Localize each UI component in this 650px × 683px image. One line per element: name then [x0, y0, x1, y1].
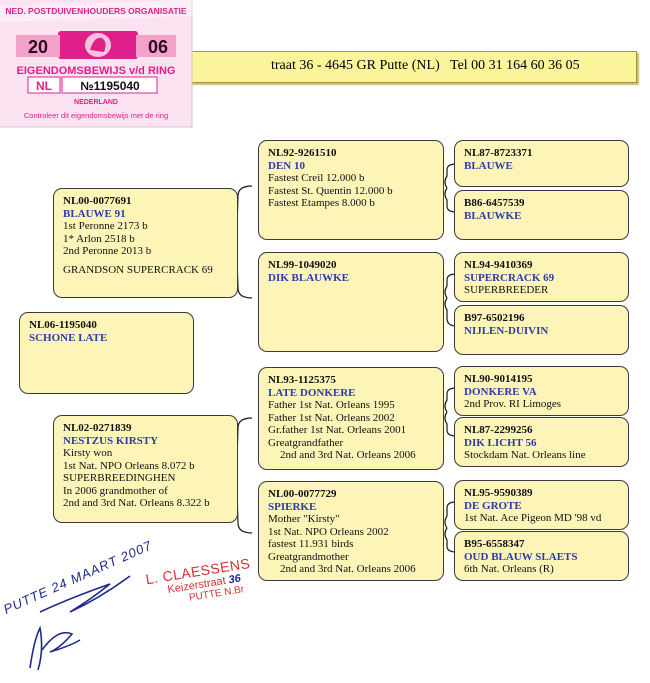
result-line: Stockdam Nat. Orleans line	[464, 449, 586, 461]
pigeon-id: NL87-8723371	[464, 147, 533, 159]
great-grandparent-box: B86-6457539 BLAUWKE	[454, 190, 629, 240]
pigeon-name: SPIERKE	[268, 500, 317, 513]
result-line: 1st Nat. Ace Pigeon MD '98 vd	[464, 512, 602, 524]
result-line: 1st Nat. NPO Orleans 2002	[268, 525, 389, 538]
pigeon-id: NL00-0077691	[63, 195, 132, 207]
handwritten-date: PUTTE 24 MAART 2007	[1, 538, 154, 617]
result-line: fastest 11.931 birds	[268, 538, 354, 550]
pigeon-id: NL87-2299256	[464, 424, 533, 436]
card-country-code: NL	[36, 79, 52, 93]
great-grandparent-box: NL94-9410369 SUPERCRACK 69 SUPERBREEDER	[454, 252, 629, 302]
dam-box: NL02-0271839 NESTZUS KIRSTY Kirsty won 1…	[53, 415, 238, 523]
pigeon-id: NL94-9410369	[464, 259, 533, 271]
subject-pigeon-box: NL06-1195040 SCHONE LATE	[19, 312, 194, 394]
result-line: Father 1st Nat. Orleans 1995	[268, 399, 395, 411]
result-line: Fastest Creil 12.000 b	[268, 172, 365, 184]
result-line: Kirsty won	[63, 447, 113, 459]
lion-crest-icon	[85, 33, 111, 57]
pigeon-id: B97-6502196	[464, 312, 525, 324]
great-grandparent-box: NL90-9014195 DONKERE VA 2nd Prov. RI Lim…	[454, 366, 629, 416]
result-line: 2nd Prov. RI Limoges	[464, 398, 562, 410]
great-grandparent-box: B95-6558347 OUD BLAUW SLAETS 6th Nat. Or…	[454, 531, 629, 581]
result-line: 1* Arlon 2518 b	[63, 232, 135, 245]
pigeon-id: NL90-9014195	[464, 373, 533, 385]
pigeon-id: NL92-9261510	[268, 147, 337, 159]
pigeon-name: NESTZUS KIRSTY	[63, 434, 159, 447]
pigeon-name: OUD BLAUW SLAETS	[464, 550, 578, 563]
result-line: GRANDSON SUPERCRACK 69	[63, 263, 213, 276]
sire-box: NL00-0077691 BLAUWE 91 1st Peronne 2173 …	[53, 188, 238, 298]
result-line: Fastest Etampes 8.000 b	[268, 197, 375, 209]
result-line: SUPERBREEDINGHEN	[63, 472, 176, 484]
pigeon-id: NL00-0077729	[268, 488, 337, 500]
result-line: SUPERBREEDER	[464, 284, 549, 296]
result-line: 2nd and 3rd Nat. Orleans 2006	[280, 563, 416, 575]
pigeon-name: SCHONE LATE	[29, 331, 108, 344]
result-line: Greatgrandmother	[268, 550, 349, 563]
dam-dam-box: NL00-0077729 SPIERKE Mother "Kirsty" 1st…	[258, 481, 444, 581]
pigeon-name: NIJLEN-DUIVIN	[464, 324, 549, 337]
result-line: 2nd and 3rd Nat. Orleans 2006	[280, 449, 416, 461]
result-line: 2nd and 3rd Nat. Orleans 8.322 b	[63, 497, 210, 509]
pigeon-id: B95-6558347	[464, 538, 525, 550]
pigeon-name: BLAUWKE	[464, 209, 522, 222]
great-grandparent-box: B97-6502196 NIJLEN-DUIVIN	[454, 305, 629, 355]
card-country: NEDERLAND	[74, 99, 118, 106]
card-year-right: 06	[148, 37, 168, 57]
ring-ownership-card: NED. POSTDUIVENHOUDERS ORGANISATIE 20 06…	[0, 0, 193, 128]
sire-sire-box: NL92-9261510 DEN 10 Fastest Creil 12.000…	[258, 140, 444, 240]
pigeon-id: NL95-9590389	[464, 487, 533, 499]
great-grandparent-box: NL87-8723371 BLAUWE	[454, 140, 629, 187]
pigeon-id: B86-6457539	[464, 197, 525, 209]
contact-header: traat 36 - 4645 GR Putte (NL) Tel 00 31 …	[140, 51, 637, 83]
pigeon-name: LATE DONKERE	[268, 386, 356, 399]
result-line: Father 1st Nat. Orleans 2002	[268, 411, 395, 424]
great-grandparent-box: NL95-9590389 DE GROTE 1st Nat. Ace Pigeo…	[454, 480, 629, 530]
phone-text: Tel 00 31 164 60 36 05	[450, 58, 580, 73]
result-line: Greatgrandfather	[268, 436, 344, 449]
great-grandparent-box: NL87-2299256 DIK LICHT 56 Stockdam Nat. …	[454, 417, 629, 467]
result-line: 2nd Peronne 2013 b	[63, 245, 152, 257]
pigeon-name: DIK LICHT 56	[464, 436, 537, 449]
pigeon-id: NL06-1195040	[29, 319, 97, 331]
pigeon-id: NL02-0271839	[63, 422, 132, 434]
result-line: 6th Nat. Orleans (R)	[464, 563, 554, 575]
card-footer: Controleer dit eigendomsbewijs met de ri…	[24, 111, 168, 120]
card-year-left: 20	[28, 37, 48, 57]
sire-dam-box: NL99-1049020 DIK BLAUWKE	[258, 252, 444, 352]
result-line: 1st Peronne 2173 b	[63, 220, 148, 232]
pigeon-name: DONKERE VA	[464, 385, 537, 398]
card-title: EIGENDOMSBEWIJS v/d RING	[17, 65, 176, 77]
result-line: Mother "Kirsty"	[268, 513, 340, 525]
card-ring-number: №1195040	[80, 79, 140, 93]
pigeon-name: DIK BLAUWKE	[268, 271, 349, 284]
result-line: Gr.father 1st Nat. Orleans 2001	[268, 424, 407, 436]
pigeon-id: NL93-1125375	[268, 374, 336, 386]
pigeon-name: DE GROTE	[464, 499, 522, 512]
result-line: In 2006 grandmother of	[63, 484, 168, 497]
pigeon-name: DEN 10	[268, 159, 305, 172]
address-text: traat 36 - 4645 GR Putte (NL)	[271, 58, 440, 73]
signature-icon	[29, 575, 131, 671]
dam-sire-box: NL93-1125375 LATE DONKERE Father 1st Nat…	[258, 367, 444, 470]
pigeon-name: SUPERCRACK 69	[464, 271, 555, 284]
card-org-name: NED. POSTDUIVENHOUDERS ORGANISATIE	[5, 6, 187, 16]
pigeon-id: NL99-1049020	[268, 259, 337, 271]
pigeon-name: BLAUWE	[464, 159, 513, 172]
pigeon-name: BLAUWE 91	[63, 207, 126, 220]
result-line: Fastest St. Quentin 12.000 b	[268, 184, 393, 197]
result-line: 1st Nat. NPO Orleans 8.072 b	[63, 459, 195, 472]
